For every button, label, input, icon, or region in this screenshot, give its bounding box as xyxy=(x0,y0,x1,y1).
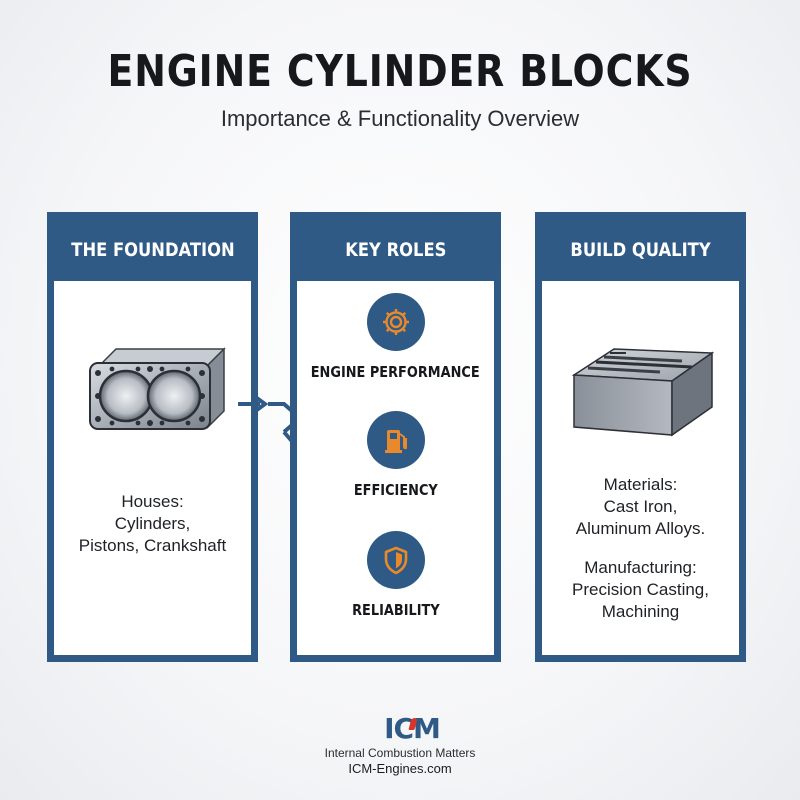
materials-line: Cast Iron, xyxy=(603,497,678,516)
role-engine-performance: ENGINE PERFORMANCE xyxy=(297,293,494,381)
materials-description: Materials: Cast Iron, Aluminum Alloys. xyxy=(542,474,739,540)
panel-foundation-heading: THE FOUNDATION xyxy=(70,239,235,261)
footer-url[interactable]: ICM-Engines.com xyxy=(348,761,452,776)
manufacturing-description: Manufacturing: Precision Casting, Machin… xyxy=(542,557,739,623)
role-efficiency: EFFICIENCY xyxy=(297,411,494,499)
role-label: ENGINE PERFORMANCE xyxy=(311,363,480,381)
foundation-description: Houses: Cylinders, Pistons, Crankshaft xyxy=(54,491,251,557)
page-subtitle: Importance & Functionality Overview xyxy=(220,106,580,131)
manufacturing-line: Manufacturing: xyxy=(584,558,697,577)
role-label: RELIABILITY xyxy=(351,601,440,619)
cylinder-block-icon xyxy=(89,347,226,430)
panel-quality-heading: BUILD QUALITY xyxy=(570,239,711,261)
panel-roles-heading: KEY ROLES xyxy=(344,239,447,261)
panel-foundation-header: THE FOUNDATION xyxy=(54,219,251,281)
foundation-line: Houses: xyxy=(121,492,184,511)
panel-roles-header: KEY ROLES xyxy=(297,219,494,281)
page-title: ENGINE CYLINDER BLOCKS xyxy=(107,46,693,97)
materials-line: Aluminum Alloys. xyxy=(575,519,706,538)
manufacturing-line: Machining xyxy=(601,602,680,621)
footer-tagline: Internal Combustion Matters xyxy=(324,746,476,760)
fuel-pump-icon xyxy=(366,411,425,469)
gear-icon xyxy=(366,293,425,351)
panel-quality-header: BUILD QUALITY xyxy=(542,219,739,281)
manufacturing-line: Precision Casting, xyxy=(571,580,709,599)
panel-key-roles: KEY ROLES ENGINE PERFORMANCE EFFICIENCY xyxy=(290,212,501,662)
materials-line: Materials: xyxy=(603,475,678,494)
shield-icon xyxy=(366,531,425,589)
panel-foundation: THE FOUNDATION Houses: Cylinders, Piston… xyxy=(47,212,258,662)
icm-logo: ICM xyxy=(0,714,800,744)
panel-build-quality: BUILD QUALITY Materials: Cast Iron, Alum… xyxy=(535,212,746,662)
footer: ICM Internal Combustion Matters ICM-Engi… xyxy=(0,714,800,777)
metal-block-icon xyxy=(571,348,715,437)
role-label: EFFICIENCY xyxy=(353,481,438,499)
foundation-line: Pistons, Crankshaft xyxy=(78,536,227,555)
foundation-line: Cylinders, xyxy=(114,514,191,533)
role-reliability: RELIABILITY xyxy=(297,531,494,619)
logo-m: M xyxy=(413,712,441,745)
